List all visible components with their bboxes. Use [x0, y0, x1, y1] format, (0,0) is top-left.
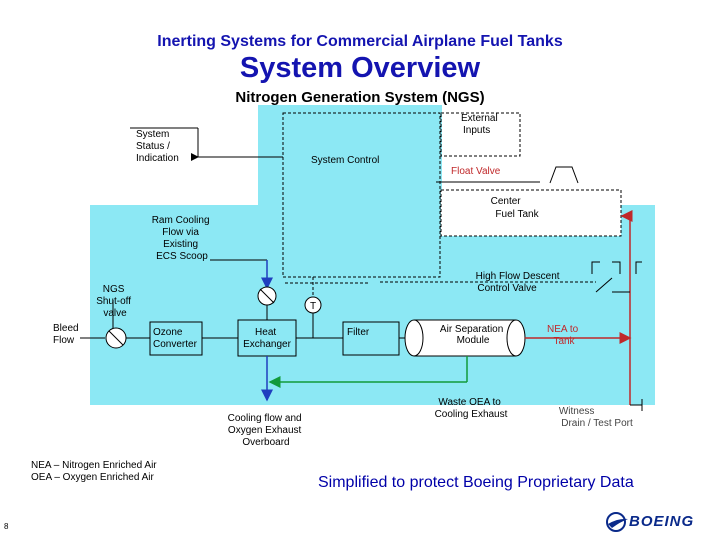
float-valve-label: Float Valve — [451, 166, 501, 177]
page-number: 8 — [4, 522, 9, 531]
hfdcv-icon — [595, 277, 613, 293]
filter-label: Filter — [347, 327, 370, 338]
diagram-title: System Overview — [239, 52, 481, 84]
nea-to-tank-label: NEA to Tank — [547, 324, 581, 347]
center-fuel-tank-box — [440, 189, 622, 237]
system-control-label: System Control — [311, 155, 379, 166]
proprietary-note: Simplified to protect Boeing Proprietary… — [318, 474, 634, 491]
high-flow-valve-label: High Flow Descent Control Valve — [476, 271, 563, 294]
subsystem-title: Nitrogen Generation System (NGS) — [235, 89, 485, 106]
legend-nea: NEA – Nitrogen Enriched Air — [31, 460, 157, 471]
heat-exchanger-box — [237, 319, 297, 357]
boeing-logo: BOEING — [606, 510, 716, 534]
legend-oea: OEA – Oxygen Enriched Air — [31, 472, 154, 483]
boeing-wordmark: BOEING — [629, 513, 695, 530]
external-inputs-label: External Inputs — [461, 113, 500, 136]
cyan-panel-main — [90, 205, 655, 405]
float-valve-symbol — [549, 166, 579, 184]
asm-label: Air Separation Module — [440, 324, 506, 346]
ozone-converter-box — [149, 321, 203, 356]
ram-cooling-label: Ram Cooling Flow via Existing ECS Scoop — [152, 215, 213, 262]
cooling-overboard-label: Cooling flow and Oxygen Exhaust Overboar… — [228, 413, 305, 448]
witness-drain-label: Witness Drain / Test Port — [559, 406, 633, 429]
ozone-converter-label: Ozone Converter — [153, 327, 198, 350]
boeing-symbol-icon — [606, 512, 628, 532]
bleed-flow-label: Bleed Flow — [53, 323, 81, 346]
asm-body — [414, 320, 516, 356]
system-control-box — [282, 112, 441, 278]
temp-sensor-label: T — [310, 301, 316, 312]
cyan-panel-upper — [258, 105, 442, 205]
acronym-legend: NEA – Nitrogen Enriched Air OEA – Oxygen… — [31, 460, 157, 484]
asm-left-cap — [404, 319, 424, 357]
center-fuel-tank-label: Center Fuel Tank — [491, 196, 540, 220]
external-inputs-box — [440, 112, 521, 157]
waste-oea-label: Waste OEA to Cooling Exhaust — [435, 397, 508, 420]
filter-box — [342, 321, 400, 356]
system-status-label: System Status / Indication — [136, 129, 179, 164]
ngs-shutoff-label: NGS Shut-off valve — [96, 284, 134, 319]
heat-exchanger-label: Heat Exchanger — [243, 327, 291, 350]
asm-right-cap — [506, 319, 526, 357]
diagram-subtitle: Inerting Systems for Commercial Airplane… — [157, 33, 563, 50]
